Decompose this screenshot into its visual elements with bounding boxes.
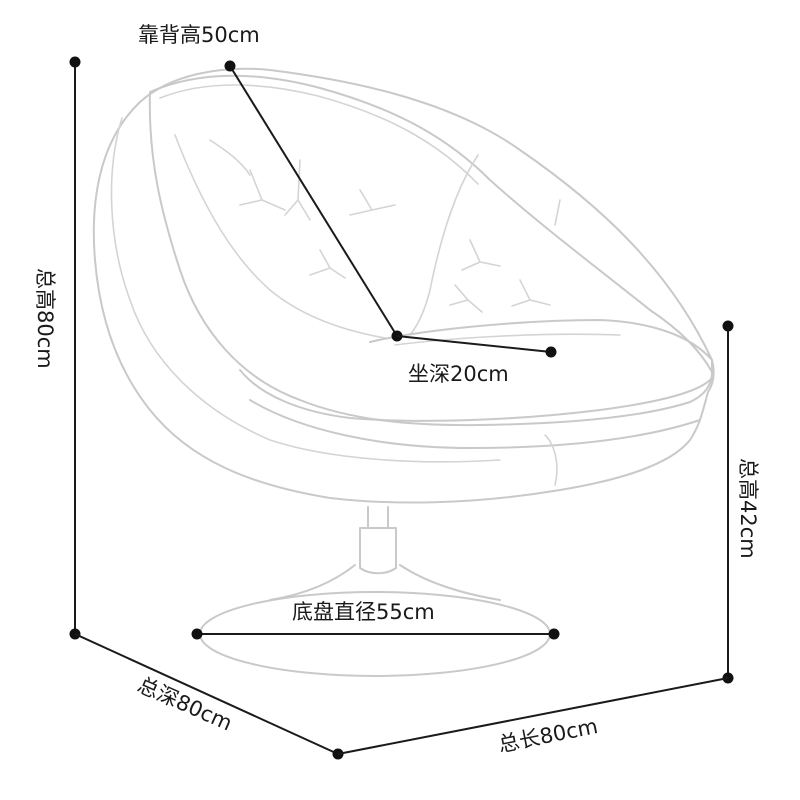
seat-height-top-marker bbox=[722, 320, 734, 332]
back-height-dimension: 靠背高50cm bbox=[138, 23, 403, 342]
total-height-top-marker bbox=[69, 56, 81, 68]
seat-depth-dimension: 坐深20cm bbox=[396, 335, 557, 386]
total-height-label: 总高80cm bbox=[33, 268, 57, 369]
back-height-top-marker bbox=[224, 60, 236, 72]
seat-depth-marker bbox=[545, 346, 557, 358]
total-height-dimension: 总高80cm bbox=[33, 56, 81, 640]
total-depth-label: 总深80cm bbox=[134, 673, 236, 736]
total-depth-dimension: 总深80cm bbox=[74, 633, 344, 760]
seat-depth-label: 坐深20cm bbox=[408, 362, 509, 386]
seat-height-label: 总高42cm bbox=[736, 458, 760, 559]
seat-height-dimension: 总高42cm bbox=[722, 320, 760, 684]
total-length-dimension: 总长80cm bbox=[337, 677, 729, 757]
base-diameter-right-marker bbox=[548, 628, 560, 640]
base-diameter-left-marker bbox=[191, 628, 203, 640]
base-diameter-label: 底盘直径55cm bbox=[292, 600, 435, 624]
back-height-label: 靠背高50cm bbox=[138, 23, 260, 47]
swivel-chair-illustration bbox=[92, 67, 715, 677]
base-diameter-dimension: 底盘直径55cm bbox=[191, 600, 560, 640]
